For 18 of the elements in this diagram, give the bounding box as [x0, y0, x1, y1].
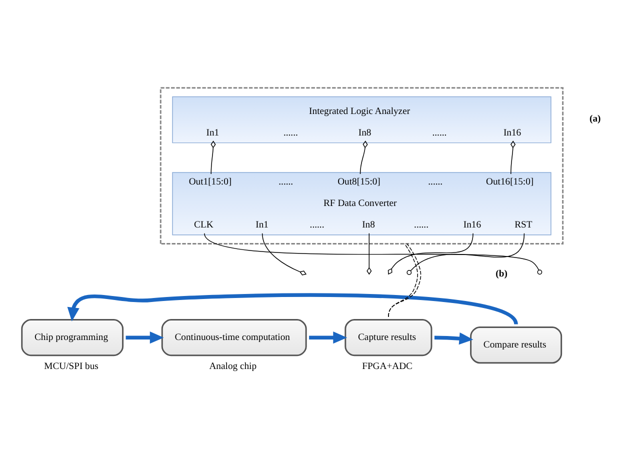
node-label: MCU/SPI bus — [44, 361, 98, 372]
connector — [262, 232, 307, 276]
connector — [360, 140, 368, 174]
arrow — [126, 332, 164, 344]
connector — [391, 232, 474, 269]
node-label: Analog chip — [209, 361, 257, 372]
cluster — [160, 87, 564, 244]
arrow — [309, 332, 348, 344]
connector — [210, 140, 216, 174]
connector — [410, 232, 525, 272]
arrow — [434, 332, 474, 345]
connector — [368, 232, 370, 268]
arrow — [67, 293, 518, 326]
connector — [510, 140, 516, 174]
label: (a) — [590, 114, 601, 125]
connector — [204, 232, 540, 270]
label: (b) — [496, 268, 508, 280]
node-label: FPGA+ADC — [362, 361, 412, 372]
